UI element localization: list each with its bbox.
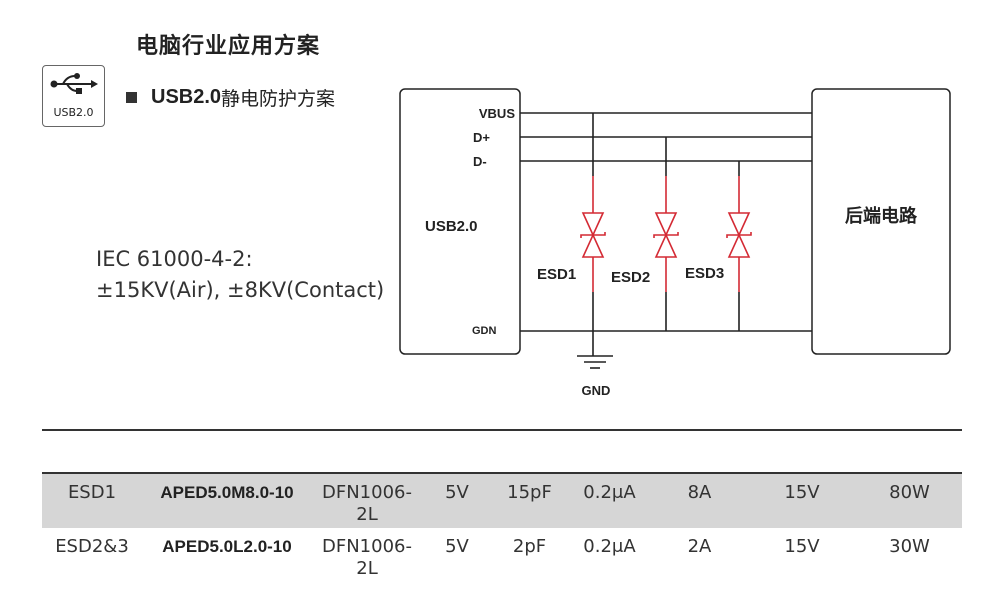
section-heading-bold: USB2.0 bbox=[151, 86, 222, 108]
esd-diode-3 bbox=[726, 176, 752, 292]
usb-icon bbox=[50, 73, 98, 94]
usb-logo-badge: USB2.0 bbox=[42, 65, 105, 127]
table-cell: 2A bbox=[687, 536, 712, 557]
page-title: 电脑行业应用方案 bbox=[136, 34, 321, 59]
table-row: ESD2&3 APED5.0L2.0-10 DFN1006-2L 5V 2pF 0.2μA… bbox=[42, 528, 962, 582]
esd1-label: ESD1 bbox=[537, 266, 576, 283]
pin-gdn-label: GDN bbox=[472, 325, 497, 337]
part-number-cell: APED5.0L2.0-10 bbox=[162, 537, 292, 556]
part-number-cell: APED5.0M8.0-10 bbox=[160, 483, 294, 502]
usb-icon-caption: USB2.0 bbox=[53, 106, 94, 119]
esd3-label: ESD3 bbox=[685, 265, 724, 282]
esd-circuit-diagram: VBUS D+ D- USB2.0 GDN 后端电路 GND ESD1 ESD2… bbox=[399, 88, 951, 398]
table-cell: 5V bbox=[445, 482, 469, 503]
table-cell: DFN1006-2L bbox=[322, 536, 412, 579]
section-heading-text: 静电防护方案 bbox=[221, 88, 336, 110]
table-cell: ESD2&3 bbox=[55, 536, 129, 557]
standard-line-2: ±15KV(Air), ±8KV(Contact) bbox=[96, 278, 385, 302]
table-cell: 8A bbox=[687, 482, 712, 503]
section-heading: USB2.0 静电防护方案 bbox=[126, 84, 335, 111]
backend-circuit-block bbox=[811, 88, 951, 355]
divider-line bbox=[42, 429, 962, 431]
table-cell: 0.2μA bbox=[583, 482, 636, 503]
esd-diode-2 bbox=[653, 176, 679, 292]
table-cell: 5V bbox=[445, 536, 469, 557]
table-cell: DFN1006-2L bbox=[322, 482, 412, 525]
esd-standard-note: IEC 61000-4-2: ±15KV(Air), ±8KV(Contact) bbox=[96, 244, 384, 306]
table-cell: 80W bbox=[889, 482, 930, 503]
table-cell: 15V bbox=[784, 482, 820, 503]
gnd-label: GND bbox=[582, 383, 611, 398]
esd2-label: ESD2 bbox=[611, 269, 650, 286]
square-bullet-icon bbox=[126, 92, 137, 103]
table-cell: 2pF bbox=[512, 536, 547, 557]
table-cell: 15pF bbox=[507, 482, 552, 503]
esd-diode-1 bbox=[580, 176, 606, 292]
table-row: ESD1 APED5.0M8.0-10 DFN1006-2L 5V 15pF 0.2μA 8… bbox=[42, 473, 962, 528]
table-cell: 15V bbox=[784, 536, 820, 557]
standard-line-1: IEC 61000-4-2: bbox=[96, 247, 253, 271]
pin-vbus-label: VBUS bbox=[479, 106, 515, 121]
table-cell: 0.2μA bbox=[583, 536, 636, 557]
table-cell: 30W bbox=[889, 536, 930, 557]
pin-dminus-label: D- bbox=[473, 154, 487, 169]
backend-block-label: 后端电路 bbox=[845, 205, 918, 227]
pin-dplus-label: D+ bbox=[473, 130, 490, 145]
usb-controller-block bbox=[399, 88, 521, 355]
usb-block-label: USB2.0 bbox=[425, 218, 478, 235]
table-cell: ESD1 bbox=[67, 482, 117, 503]
